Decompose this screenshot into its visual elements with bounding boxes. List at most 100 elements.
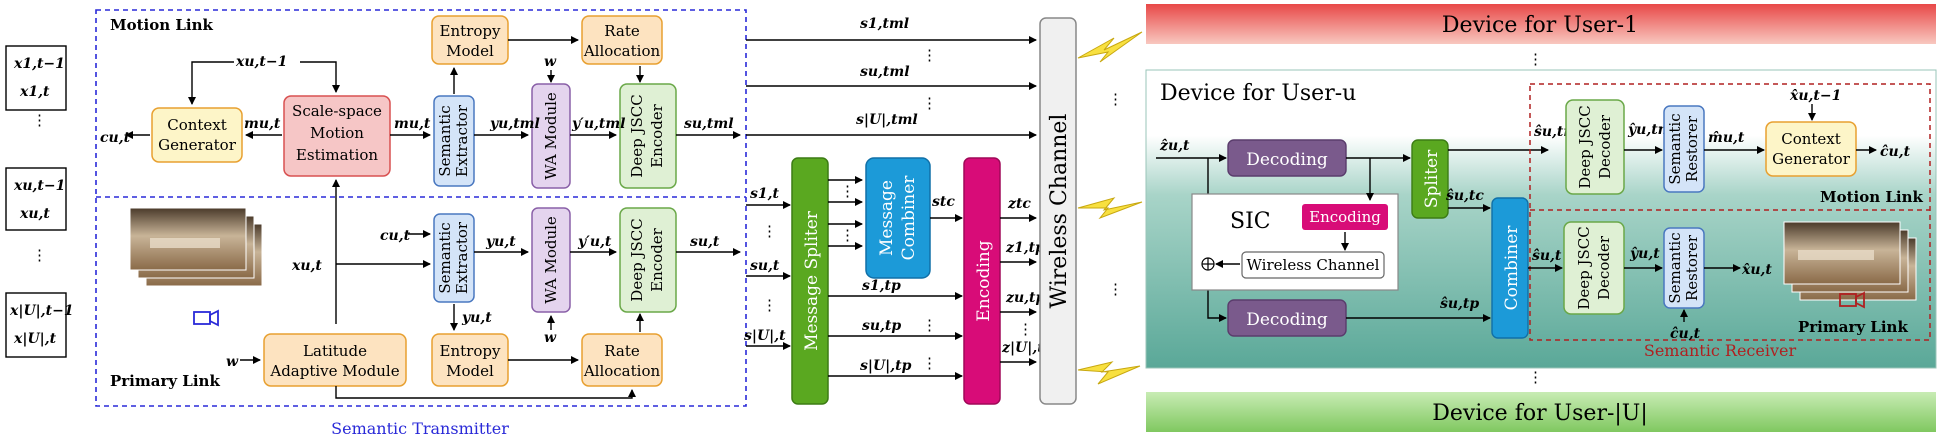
sig-y-down: yu,t bbox=[461, 310, 492, 326]
pU-label: s|U|,tp bbox=[860, 358, 912, 374]
svg-text:⋮: ⋮ bbox=[922, 94, 937, 112]
svg-text:Model: Model bbox=[446, 42, 494, 60]
wa-module-top bbox=[531, 83, 571, 189]
semantic-extractor-top bbox=[433, 95, 475, 187]
svg-text:Semantic: Semantic bbox=[1666, 113, 1684, 184]
message-spliter bbox=[791, 157, 829, 405]
svg-text:⋮: ⋮ bbox=[922, 316, 937, 334]
svg-text:Message Spliter: Message Spliter bbox=[802, 210, 822, 351]
svg-text:⋮: ⋮ bbox=[1108, 90, 1123, 108]
svg-text:⋮: ⋮ bbox=[762, 296, 777, 314]
device-user-1-bar bbox=[1146, 4, 1936, 44]
svg-text:Context: Context bbox=[1781, 130, 1841, 148]
svg-text:Entropy: Entropy bbox=[440, 22, 501, 40]
message-combiner bbox=[865, 157, 931, 279]
sU-label: s|U|,t bbox=[744, 328, 786, 344]
svg-text:WA Module: WA Module bbox=[542, 92, 560, 180]
svg-text:s|U|,tml: s|U|,tml bbox=[856, 112, 918, 128]
wireless-channel-rx bbox=[1241, 251, 1385, 279]
p1-label: s1,tp bbox=[862, 278, 901, 294]
svg-text:Generator: Generator bbox=[158, 136, 237, 154]
sig-s-ml: su,tml bbox=[684, 116, 734, 132]
svg-text:Restorer: Restorer bbox=[1683, 115, 1701, 182]
svg-text:⋮: ⋮ bbox=[1528, 368, 1543, 386]
sig-c-in: cu,t bbox=[380, 228, 411, 244]
ztc-label: ztc bbox=[1007, 196, 1031, 212]
pu-label: su,tp bbox=[862, 318, 901, 334]
svg-text:Encoder: Encoder bbox=[648, 227, 666, 292]
input-frames: x1,t−1 x1,t ⋮ xu,t−1 xu,t ⋮ x|U|,t−1 x|U… bbox=[5, 45, 74, 358]
svg-text:⋮: ⋮ bbox=[762, 222, 777, 240]
sig-x-hat-prev: x̂u,t−1 bbox=[1789, 88, 1841, 104]
svg-text:⋮: ⋮ bbox=[1018, 320, 1033, 338]
svg-text:Rate: Rate bbox=[604, 22, 640, 40]
svg-text:Decoding: Decoding bbox=[1246, 310, 1328, 330]
svg-text:Wireless Channel: Wireless Channel bbox=[1247, 256, 1380, 274]
rate-allocation-top bbox=[581, 15, 663, 65]
svg-text:Scale-space: Scale-space bbox=[292, 102, 382, 120]
sig-x-prev: xu,t−1 bbox=[235, 54, 287, 70]
rate-allocation-bottom bbox=[581, 333, 663, 387]
svg-text:⋮: ⋮ bbox=[1528, 50, 1543, 68]
camera-icon-rx bbox=[1839, 291, 1865, 309]
sic-label: SIC bbox=[1230, 209, 1271, 234]
input-xu-prev: xu,t−1 bbox=[13, 178, 65, 194]
svg-text:Estimation: Estimation bbox=[296, 146, 378, 164]
svg-text:Motion: Motion bbox=[310, 124, 364, 142]
camera-icon bbox=[193, 309, 219, 327]
svg-text:⋮: ⋮ bbox=[1108, 280, 1123, 298]
svg-text:Extractor: Extractor bbox=[453, 221, 471, 294]
svg-text:Wireless Channel: Wireless Channel bbox=[1047, 114, 1072, 309]
encoding-tx bbox=[963, 157, 1001, 405]
svg-text:Decoding: Decoding bbox=[1246, 150, 1328, 170]
svg-text:Encoder: Encoder bbox=[648, 103, 666, 168]
sig-s-hat-p: ŝu,tp bbox=[1440, 296, 1479, 312]
sig-x-hat: x̂u,t bbox=[1741, 262, 1772, 278]
svg-text:Decoder: Decoder bbox=[1596, 114, 1614, 179]
svg-text:⋮: ⋮ bbox=[840, 182, 855, 200]
input-xu: xu,t bbox=[19, 206, 50, 222]
semantic-receiver-frame bbox=[1529, 83, 1931, 341]
latitude-adaptive-module bbox=[263, 333, 407, 387]
context-generator-tx bbox=[151, 107, 243, 163]
svg-text:Spliter: Spliter bbox=[1422, 149, 1442, 208]
sig-w-top: w bbox=[544, 54, 557, 70]
z1p-label: z1,tp bbox=[1005, 240, 1045, 256]
svg-text:Semantic: Semantic bbox=[1666, 232, 1684, 303]
deep-jscc-encoder-top bbox=[619, 83, 677, 189]
primary-link-label: Primary Link bbox=[110, 372, 220, 390]
wireless-channel-tx bbox=[1039, 17, 1077, 405]
svg-text:Combiner: Combiner bbox=[899, 175, 919, 261]
svg-text:⋮: ⋮ bbox=[922, 46, 937, 64]
svg-text:Semantic: Semantic bbox=[436, 105, 454, 176]
sig-w-bottom: w bbox=[544, 330, 557, 346]
svg-text:Allocation: Allocation bbox=[583, 42, 661, 60]
svg-text:Extractor: Extractor bbox=[453, 104, 471, 177]
encoding-rx bbox=[1302, 204, 1388, 230]
dots: ⋮ bbox=[32, 111, 47, 129]
sig-s: su,t bbox=[690, 234, 720, 250]
spliter-to-combiner: ⋮ ⋮ bbox=[828, 176, 863, 250]
sig-y-prime: y′u,t bbox=[577, 234, 612, 250]
sig-c-hat-in: ĉu,t bbox=[1670, 326, 1701, 342]
device-main-label: Device for User-u bbox=[1160, 81, 1356, 106]
svg-text:Model: Model bbox=[446, 362, 494, 380]
svg-text:Encoding: Encoding bbox=[1309, 208, 1381, 226]
device-top-label: Device for User-1 bbox=[1442, 13, 1638, 38]
svg-text:Restorer: Restorer bbox=[1683, 234, 1701, 301]
svg-text:Message: Message bbox=[877, 180, 897, 256]
semantic-extractor-bottom bbox=[433, 213, 475, 303]
svg-text:Entropy: Entropy bbox=[440, 342, 501, 360]
semantic-transmitter-caption: Semantic Transmitter bbox=[331, 419, 509, 438]
sig-m-hat: m̂u,t bbox=[1708, 130, 1745, 146]
svg-text:Latitude: Latitude bbox=[303, 342, 367, 360]
dots: ⋮ bbox=[32, 246, 47, 264]
svg-text:Deep JSCC: Deep JSCC bbox=[1575, 226, 1593, 309]
svg-text:⋮: ⋮ bbox=[840, 226, 855, 244]
su-label: su,t bbox=[750, 258, 780, 274]
svg-text:s1,tml: s1,tml bbox=[860, 16, 909, 32]
wa-module-bottom bbox=[531, 207, 571, 313]
spliter bbox=[1411, 139, 1449, 219]
sig-m-right: mu,t bbox=[394, 116, 431, 132]
